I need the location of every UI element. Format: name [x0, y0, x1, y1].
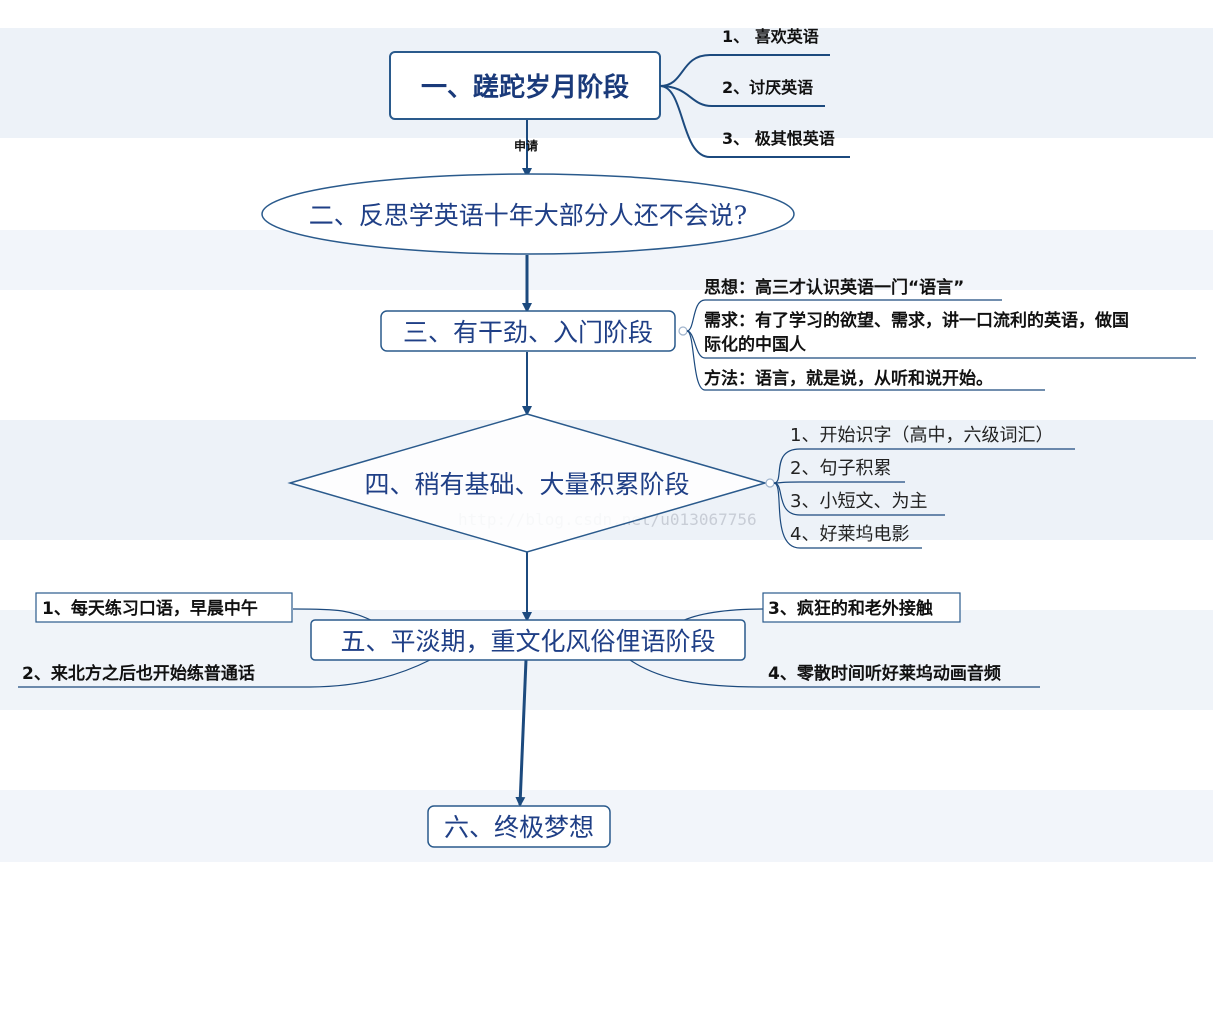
- stage-5-title: 五、平淡期，重文化风俗俚语阶段: [340, 627, 715, 656]
- stage-3-branch-lines: [678, 299, 1196, 391]
- stage-5-right-3: 3、疯狂的和老外接触: [768, 598, 933, 619]
- stage-4-diamond: [287, 413, 768, 553]
- stage-3-box: [380, 310, 676, 352]
- stage-2-title: 二、反思学英语十年大部分人还不会说?: [309, 201, 747, 230]
- stage-5-left-2: 2、来北方之后也开始练普通话: [22, 663, 255, 684]
- arrow-label: 申请: [514, 138, 538, 153]
- stage-5-box: [310, 619, 746, 661]
- stage-1-branch-1: 1、 喜欢英语: [722, 27, 819, 46]
- stage-1-branch-3: 3、 极其恨英语: [722, 129, 835, 148]
- stage-4-branch-2: 2、句子积累: [790, 458, 891, 479]
- stage-4-title: 四、稍有基础、大量积累阶段: [364, 470, 689, 499]
- stage-1-branch-2: 2、讨厌英语: [722, 78, 813, 97]
- stage-4-branch-lines: [765, 448, 1075, 549]
- main-connectors: [515, 120, 532, 807]
- stage-3-method: 方法：语言，就是说，从听和说开始。: [704, 368, 993, 389]
- stage-2-ellipse: [261, 173, 795, 255]
- stage-3-thought: 思想：高三才认识英语一门“语言”: [704, 277, 964, 298]
- stage-5-left-1-box: [35, 592, 293, 623]
- stage-3-need-line-2: 际化的中国人: [704, 334, 807, 355]
- stage-4-branch-1: 1、开始识字（高中，六级词汇）: [790, 425, 1053, 446]
- stage-6-box: [427, 805, 611, 848]
- arrow-s5-s6: [515, 659, 528, 807]
- stage-3-need-line-1: 需求：有了学习的欲望、需求，讲一口流利的英语，做国: [704, 310, 1129, 331]
- stage-5-right-3-box: [762, 592, 961, 623]
- stage-3-title: 三、有干劲、入门阶段: [403, 318, 653, 347]
- stage-5-left-1: 1、每天练习口语，早晨中午: [42, 598, 258, 619]
- stage-4-branch-4: 4、好莱坞电影: [790, 524, 909, 545]
- stage-4-branch-3: 3、小短文、为主: [790, 491, 927, 512]
- stage-6-title: 六、终极梦想: [444, 813, 594, 842]
- stage-1-title: 一、蹉跎岁月阶段: [421, 72, 629, 103]
- stage-5-right-4: 4、零散时间听好莱坞动画音频: [768, 663, 1001, 684]
- stage-1-branch-lines: [659, 54, 850, 158]
- stage-5-branch-lines: [18, 608, 1040, 688]
